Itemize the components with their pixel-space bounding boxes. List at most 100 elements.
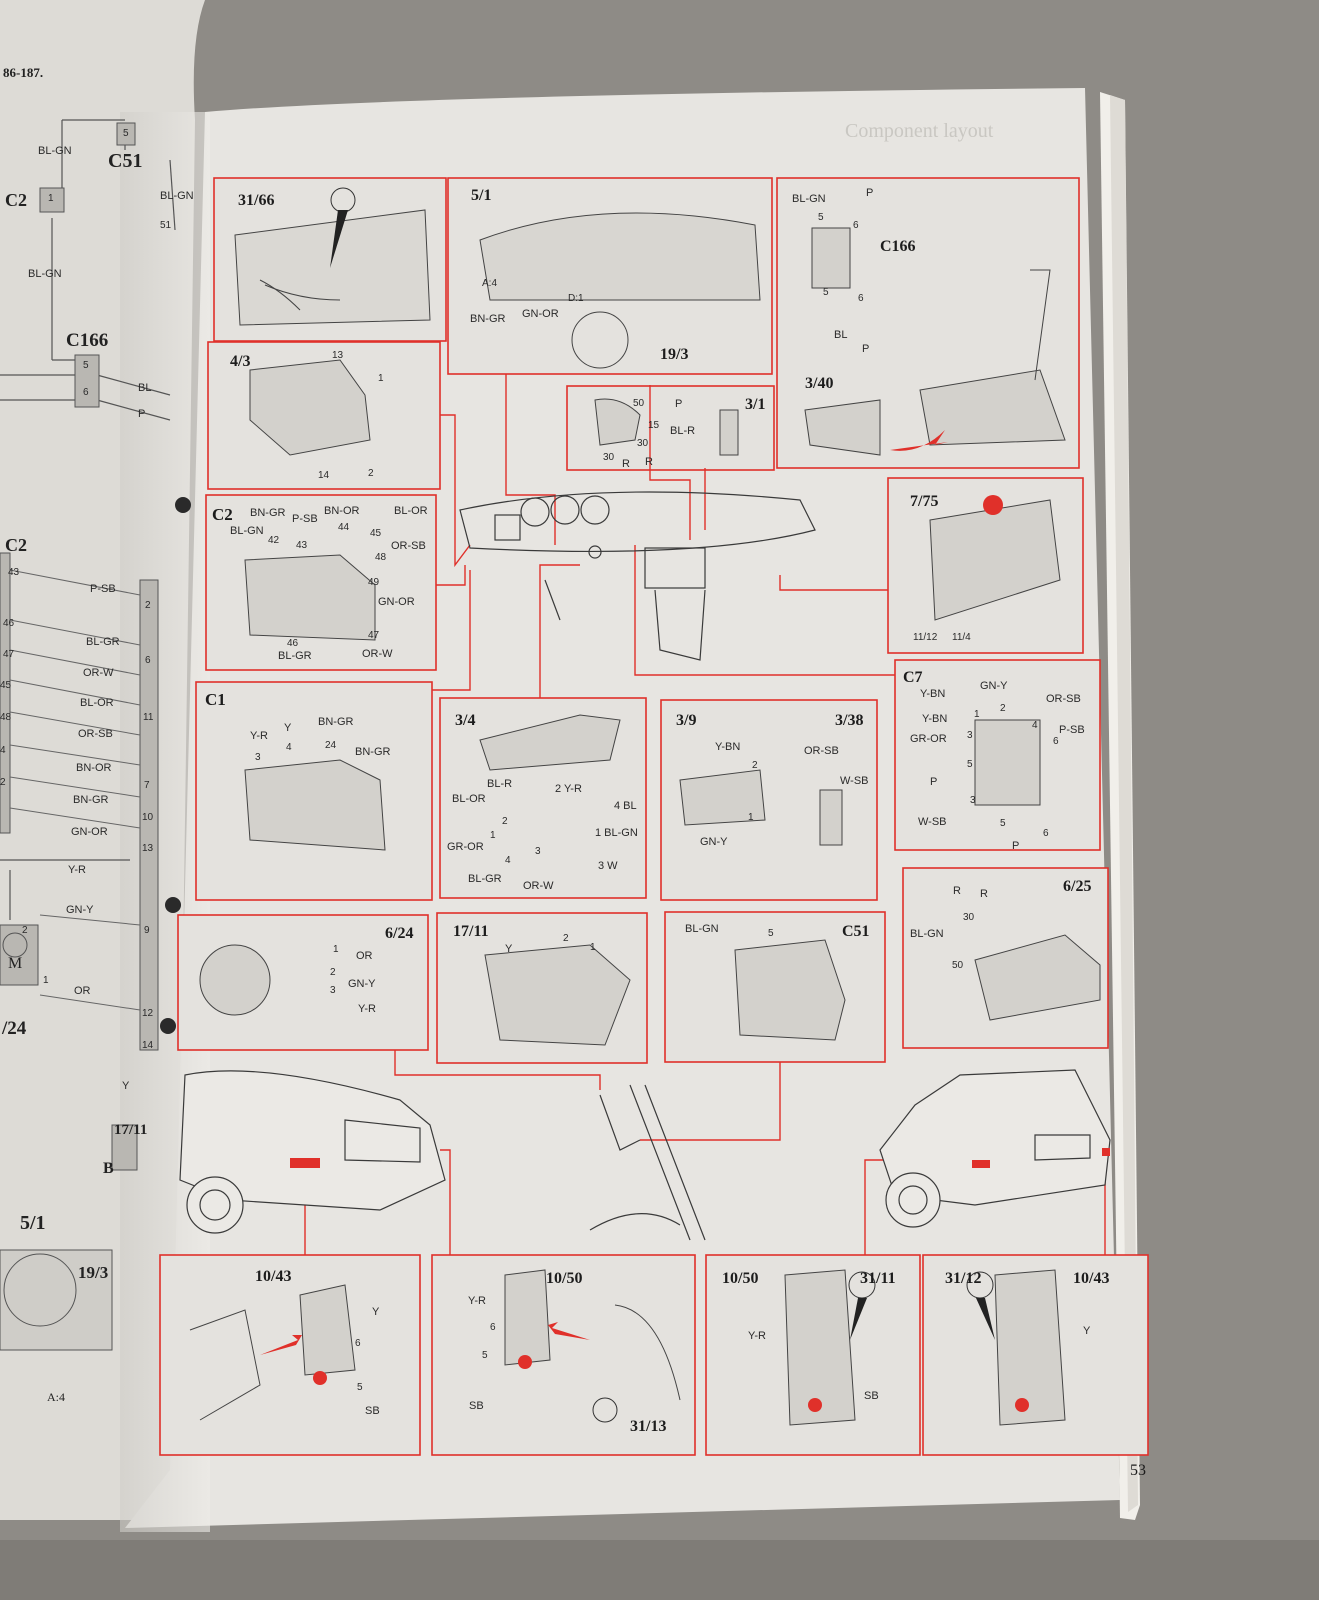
c2-row-pin: 48 xyxy=(0,712,12,723)
c2-pin-42: 42 xyxy=(268,535,280,546)
p6-24-wire-gny: GN-Y xyxy=(348,978,376,990)
p4-3-pin-2: 2 xyxy=(368,468,374,479)
c2-row-wire: BN-GR xyxy=(73,794,109,806)
c2-pin-43: 43 xyxy=(296,540,308,551)
c2-wire-bnor: BN-OR xyxy=(324,505,360,517)
p10-50b-yr: Y-R xyxy=(748,1330,766,1342)
p3-4-wire-blgr: BL-GR xyxy=(468,873,502,885)
panel-title-c2: C2 xyxy=(212,505,233,524)
p5-1-wire-bngr: BN-GR xyxy=(470,313,506,325)
panel-title-5-1: 5/1 xyxy=(471,187,492,204)
p3-1-wire-r1: R xyxy=(622,458,630,470)
p3-4-wire-1blgn: 1 BL-GN xyxy=(595,827,638,839)
p3-4-wire-blor: BL-OR xyxy=(452,793,486,805)
left-pin-c51-5: 5 xyxy=(123,128,129,139)
c2-wire-blgr: BL-GR xyxy=(278,650,312,662)
strip-num: 7 xyxy=(144,780,150,791)
strip-num: 9 xyxy=(144,925,150,936)
faint-header: Component layout xyxy=(845,120,994,142)
c166-pin-6b: 6 xyxy=(858,293,864,304)
panel-title-10-50b: 10/50 xyxy=(722,1270,759,1287)
p4-3-pin-1: 1 xyxy=(378,373,384,384)
p17-11-pin-2: 2 xyxy=(563,933,569,944)
left-ref-24: /24 xyxy=(2,1018,27,1039)
panel-title-17-11: 17/11 xyxy=(453,923,489,940)
c166-pin-5: 5 xyxy=(818,212,824,223)
left-c166: C166 xyxy=(66,330,109,351)
panel-title-c1: C1 xyxy=(205,690,226,709)
p10-50a-pin-6: 6 xyxy=(490,1322,496,1333)
strip-num: 10 xyxy=(142,812,154,823)
p3-1-wire-r2: R xyxy=(645,456,653,468)
c2-row-pin: 4 xyxy=(0,745,6,756)
p6-25-r1: R xyxy=(953,885,961,897)
c166-pin-5b: 5 xyxy=(823,287,829,298)
c7-wire-psb: P-SB xyxy=(1059,724,1085,736)
c2-pin-46: 46 xyxy=(287,638,299,649)
left-pin-c2-1: 1 xyxy=(48,193,54,204)
c2-row-wire: P-SB xyxy=(90,583,116,595)
c7-pin-5: 5 xyxy=(967,759,973,770)
left-c2-top: C2 xyxy=(5,190,27,210)
c7-pin-3: 3 xyxy=(967,730,973,741)
p6-24-pin-3: 3 xyxy=(330,985,336,996)
c2-row-wire: BN-OR xyxy=(76,762,112,774)
c2-row-pin: 2 xyxy=(0,777,6,788)
left-header: 86-187. xyxy=(3,65,44,80)
left-c51: C51 xyxy=(108,150,143,172)
p10-50b-sb: SB xyxy=(864,1390,879,1402)
p17-11-y: Y xyxy=(505,943,513,955)
strip-num: 12 xyxy=(142,1008,154,1019)
dashboard-drawing xyxy=(459,491,816,661)
panel-title-c51: C51 xyxy=(842,923,870,940)
c2-wire-orsb: OR-SB xyxy=(391,540,426,552)
left-wire-bl: BL xyxy=(138,382,152,394)
panel-title-c166: C166 xyxy=(880,238,916,255)
strip-num: 2 xyxy=(145,600,151,611)
p5-1-wire-gnor: GN-OR xyxy=(522,308,559,320)
panel-title-31-12: 31/12 xyxy=(945,1270,982,1287)
p6-24-wire-yr: Y-R xyxy=(358,1003,376,1015)
c7-wire-gny: GN-Y xyxy=(980,680,1008,692)
c166-wire-blgn: BL-GN xyxy=(792,193,826,205)
p4-3-pin-13: 13 xyxy=(332,350,344,361)
p10-50a-pin-5: 5 xyxy=(482,1350,488,1361)
c7-pin-4: 4 xyxy=(1032,720,1038,731)
p3-9-wire-ybn: Y-BN xyxy=(715,741,741,753)
p6-24-wire-or: OR xyxy=(356,950,373,962)
left-wire-blgn-2: BL-GN xyxy=(160,190,194,202)
p3-9-pin-1: 1 xyxy=(748,812,754,823)
c7-wire-wsb: W-SB xyxy=(918,816,947,828)
c7-wire-ybn-1: Y-BN xyxy=(920,688,946,700)
red-markers xyxy=(260,430,1029,1412)
c2-wire-bngr: BN-GR xyxy=(250,507,286,519)
c7-pin-3b: 3 xyxy=(970,795,976,806)
left-wire-blgn-1: BL-GN xyxy=(38,145,72,157)
p3-1-pin-30a: 30 xyxy=(637,438,649,449)
c2-row-pin: 47 xyxy=(3,649,15,660)
p31-12-y: Y xyxy=(1083,1325,1091,1337)
p3-9-pin-2: 2 xyxy=(752,760,758,771)
p10-50a-yr: Y-R xyxy=(468,1295,486,1307)
left-c2-wires xyxy=(9,569,141,1011)
panel-title-3-1: 3/1 xyxy=(745,396,766,413)
left-pin-c166-6: 6 xyxy=(83,387,89,398)
p6-25-wire-blgn: BL-GN xyxy=(910,928,944,940)
panel-sub-3-38: 3/38 xyxy=(835,712,864,729)
c7-wire-orsb: OR-SB xyxy=(1046,693,1081,705)
p7-75-sub-1: 11/12 xyxy=(913,632,938,643)
p4-3-pin-14: 14 xyxy=(318,470,330,481)
left-ref-b: B xyxy=(103,1160,114,1177)
strip-num: 13 xyxy=(142,843,154,854)
panel-sub-19-3: 19/3 xyxy=(660,346,689,363)
left-pin-m-1: 1 xyxy=(43,975,49,986)
p10-43a-pin-6: 6 xyxy=(355,1338,361,1349)
c166-pin-6: 6 xyxy=(853,220,859,231)
p3-1-pin-50: 50 xyxy=(633,398,645,409)
c7-pin-1: 1 xyxy=(974,709,980,720)
p3-4-wire-2yr: 2 Y-R xyxy=(555,783,582,795)
c1-wire-yr: Y-R xyxy=(250,730,268,742)
c1-pin-3: 3 xyxy=(255,752,261,763)
c2-row-pin: 45 xyxy=(0,680,12,691)
c2-pin-44: 44 xyxy=(338,522,350,533)
